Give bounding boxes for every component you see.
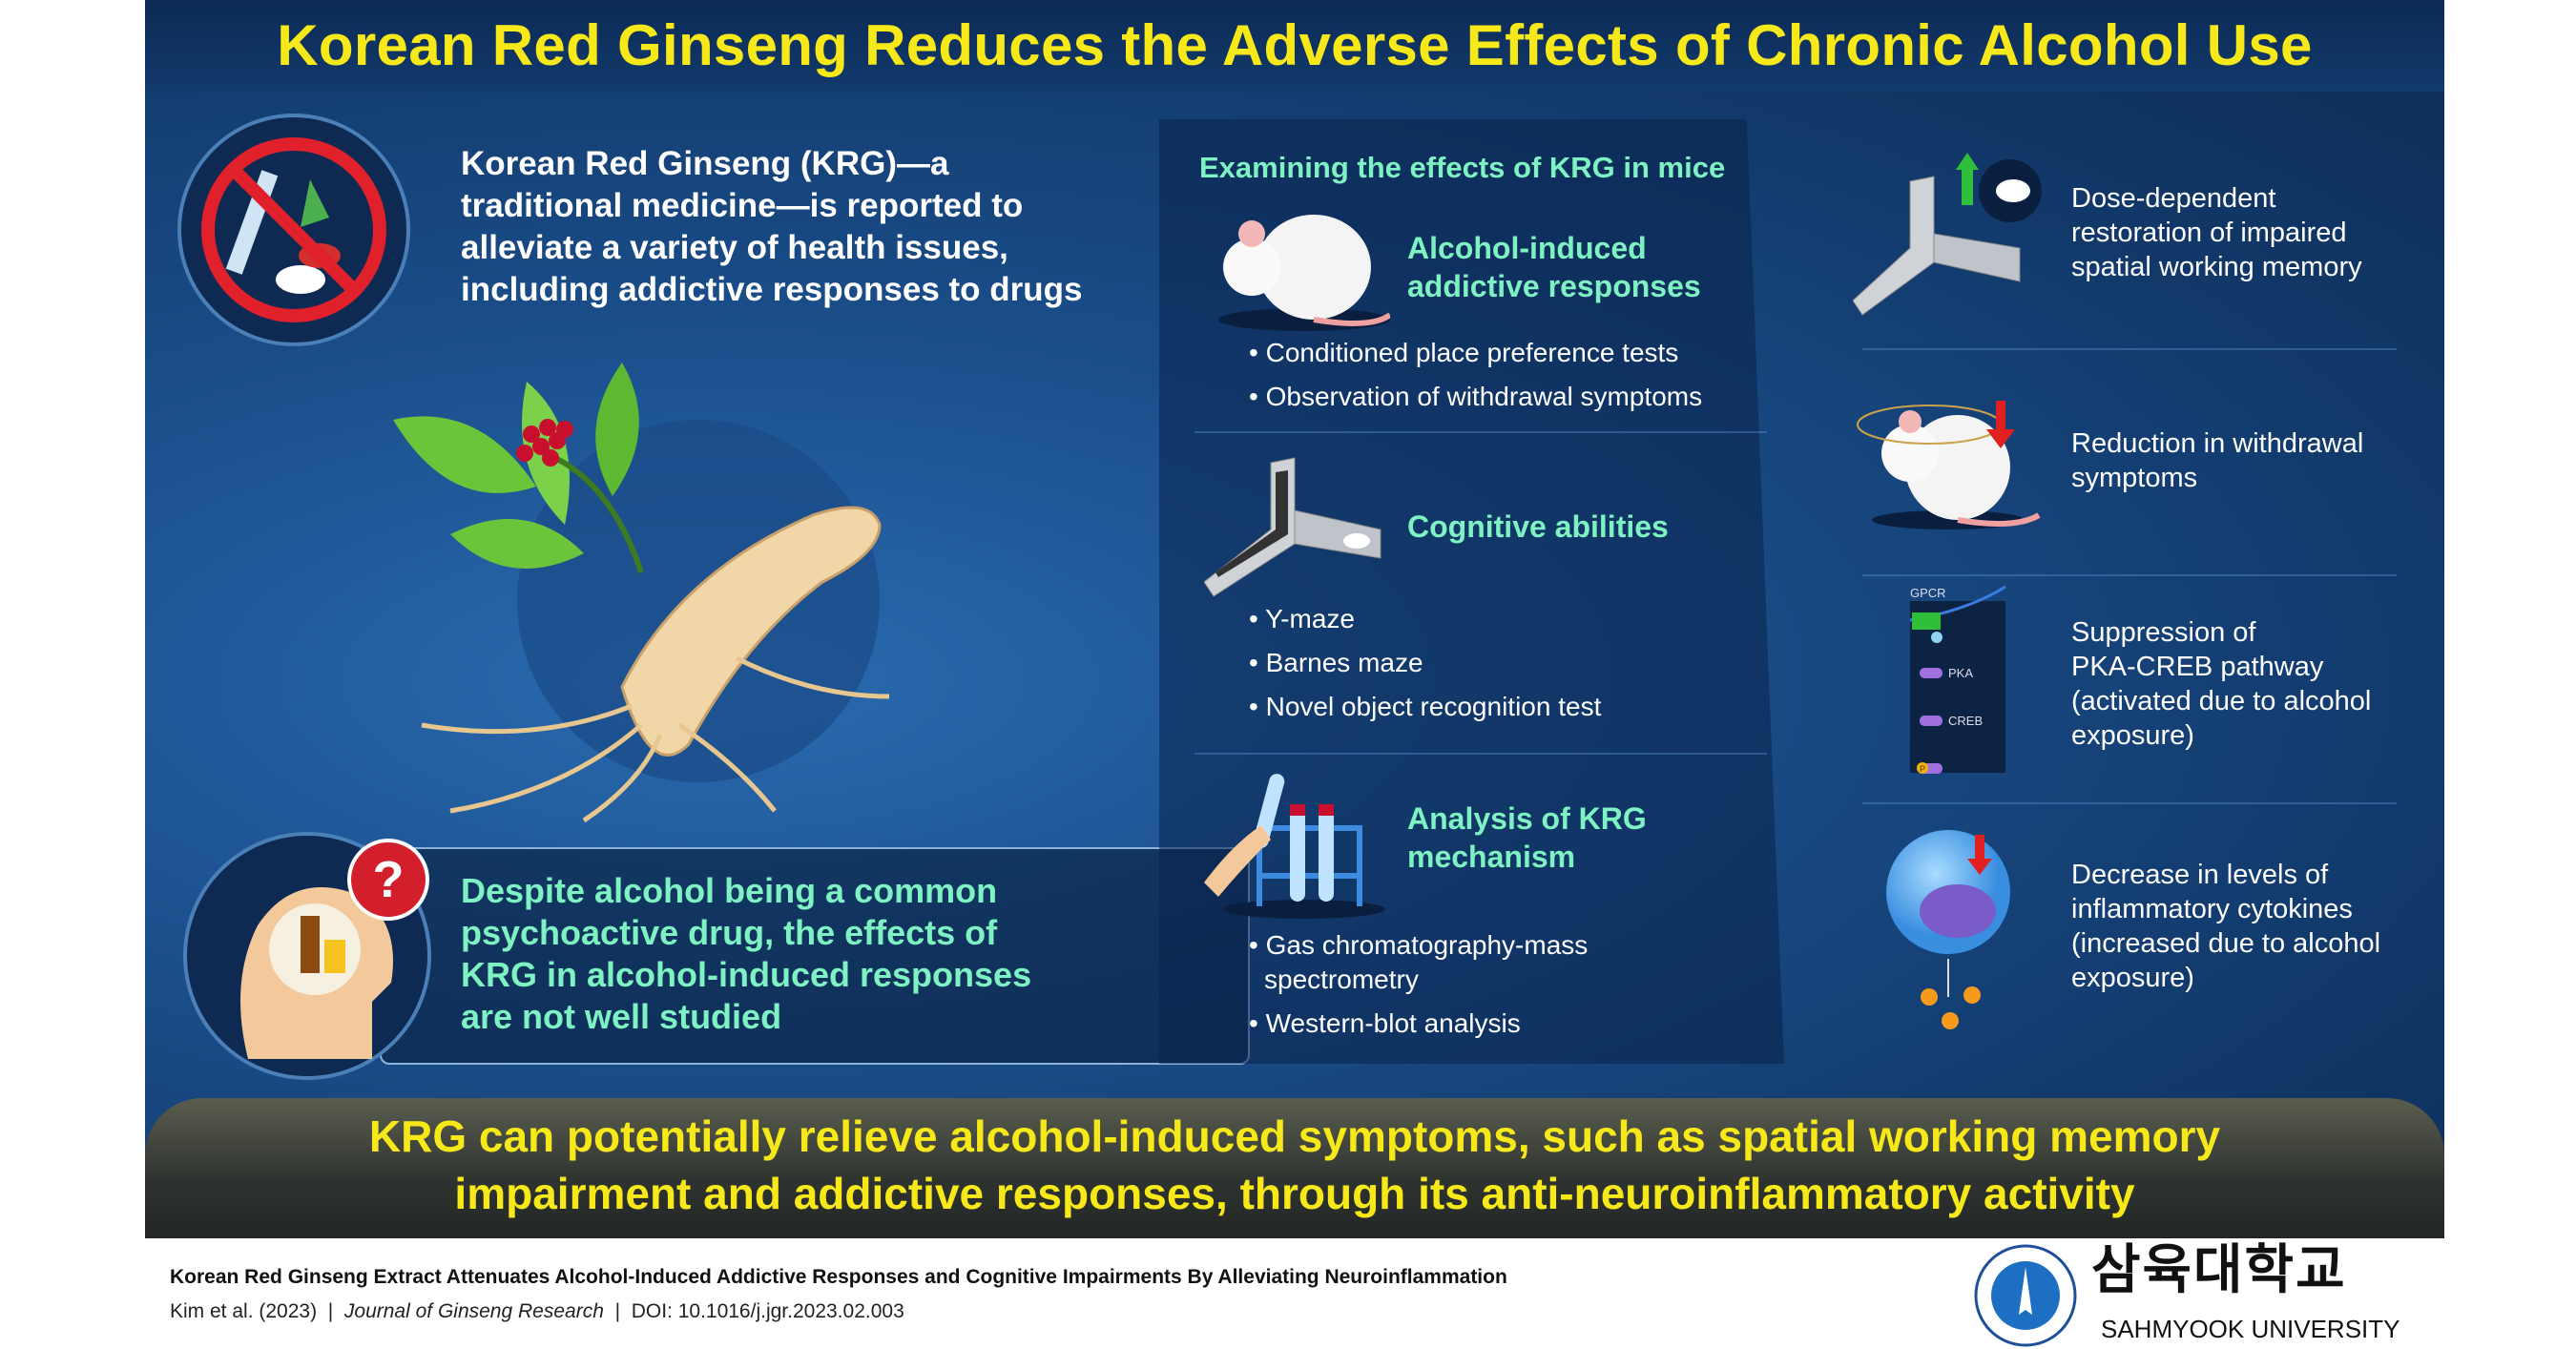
bullet-list-cognitive: • Y-maze • Barnes maze • Novel object re…	[1249, 604, 1602, 721]
section-title-mechanism: Analysis of KRG mechanism	[1407, 799, 1647, 876]
result-line: exposure)	[2071, 720, 2194, 751]
bullet-list-mechanism: • Gas chromatography-mass spectrometry •…	[1249, 930, 1589, 1038]
pka-creb-pathway-icon: GPCR PKA CREB P	[1909, 585, 2006, 774]
conclusion-banner	[145, 1098, 2444, 1238]
section-title-cognitive: Cognitive abilities	[1407, 509, 1669, 544]
intro-line: traditional medicine—is reported to	[461, 187, 1024, 224]
result-line: exposure)	[2071, 963, 2194, 993]
test-tubes-icon	[1204, 774, 1385, 919]
separator: |	[327, 1300, 334, 1322]
intro-line: Korean Red Ginseng (KRG)—a	[461, 145, 949, 182]
result-line: (increased due to alcohol	[2071, 928, 2381, 959]
citation-authors: Kim et al. (2023)	[170, 1300, 318, 1322]
citation: Kim et al. (2023) | Journal of Ginseng R…	[170, 1299, 904, 1324]
section-title-line: addictive responses	[1407, 269, 1701, 303]
infographic: Korean Red Ginseng Reduces the Adverse E…	[145, 0, 2444, 1238]
divider	[1195, 753, 1767, 755]
result-line: spatial working memory	[2071, 252, 2362, 282]
section-title-line: mechanism	[1407, 840, 1576, 874]
result-pathway: Suppression of PKA-CREB pathway (activat…	[2071, 615, 2434, 753]
result-line: Dose-dependent	[2071, 183, 2276, 214]
citation-journal: Journal of Ginseng Research	[343, 1300, 604, 1322]
dizzy-mouse-icon	[1857, 401, 2041, 529]
methods-heading: Examining the effects of KRG in mice	[1199, 151, 1726, 184]
no-drugs-icon	[177, 114, 410, 346]
result-line: Reduction in withdrawal	[2071, 428, 2364, 459]
bullet-item: Novel object recognition test	[1265, 692, 1602, 721]
phosphate-label: P	[1920, 764, 1925, 774]
divider	[1195, 431, 1767, 433]
result-line: restoration of impaired	[2071, 218, 2347, 248]
citation-doi[interactable]: DOI: 10.1016/j.jgr.2023.02.003	[631, 1300, 904, 1322]
university-english-name: SAHMYOOK UNIVERSITY	[2101, 1315, 2400, 1343]
question-line: KRG in alcohol-induced responses	[461, 955, 1032, 994]
gpcr-label: GPCR	[1910, 586, 1946, 600]
result-line: inflammatory cytokines	[2071, 894, 2353, 924]
mouse-icon	[1218, 215, 1390, 331]
question-text: Despite alcohol being a common psychoact…	[461, 870, 1129, 1038]
divider	[1862, 802, 2397, 804]
bullet-item: Gas chromatography-mass spectrometry	[1264, 930, 1589, 994]
page-title: Korean Red Ginseng Reduces the Adverse E…	[277, 13, 2313, 77]
conclusion-line: KRG can potentially relieve alcohol-indu…	[368, 1111, 2221, 1161]
question-line: psychoactive drug, the effects of	[461, 913, 998, 952]
question-badge: ?	[347, 839, 429, 921]
title-bar	[145, 0, 2444, 92]
bullet-item: Barnes maze	[1265, 648, 1423, 677]
immune-cell-icon	[1886, 830, 2010, 1029]
pka-label: PKA	[1948, 666, 1973, 680]
bullet-list-addictive: • Conditioned place preference tests • O…	[1249, 338, 1703, 411]
y-maze-icon	[1204, 457, 1381, 597]
section-title-addictive: Alcohol-induced addictive responses	[1407, 229, 1701, 305]
university-seal-logo	[1974, 1244, 2077, 1347]
y-maze-memory-icon	[1853, 153, 2042, 316]
intro-line: alleviate a variety of health issues,	[461, 229, 1008, 266]
section-title-line: Analysis of KRG	[1407, 801, 1647, 836]
result-line: Suppression of	[2071, 617, 2256, 648]
conclusion-line: impairment and addictive responses, thro…	[454, 1169, 2135, 1218]
divider	[1862, 348, 2397, 350]
result-line: PKA-CREB pathway	[2071, 652, 2324, 682]
intro-line: including addictive responses to drugs	[461, 271, 1083, 308]
result-memory: Dose-dependent restoration of impaired s…	[2071, 181, 2434, 284]
bullet-item: Conditioned place preference tests	[1265, 338, 1679, 367]
university-korean-name: 삼육대학교	[2091, 1239, 2347, 1299]
divider	[1862, 574, 2397, 576]
result-withdrawal: Reduction in withdrawal symptoms	[2071, 426, 2434, 495]
bullet-item: Western-blot analysis	[1265, 1008, 1521, 1038]
result-line: (activated due to alcohol	[2071, 686, 2372, 716]
creb-label: CREB	[1948, 714, 1983, 728]
result-line: symptoms	[2071, 463, 2198, 493]
paper-title: Korean Red Ginseng Extract Attenuates Al…	[170, 1266, 1507, 1288]
result-cytokines: Decrease in levels of inflammatory cytok…	[2071, 858, 2434, 995]
section-title-line: Alcohol-induced	[1407, 231, 1647, 265]
question-line: Despite alcohol being a common	[461, 871, 998, 910]
question-line: are not well studied	[461, 997, 782, 1036]
separator: |	[614, 1300, 621, 1322]
ginseng-illustration	[393, 363, 890, 823]
bullet-item: Observation of withdrawal symptoms	[1265, 382, 1703, 411]
bullet-item: Y-maze	[1265, 604, 1355, 633]
result-line: Decrease in levels of	[2071, 860, 2329, 890]
intro-text: Korean Red Ginseng (KRG)—a traditional m…	[461, 143, 1186, 311]
